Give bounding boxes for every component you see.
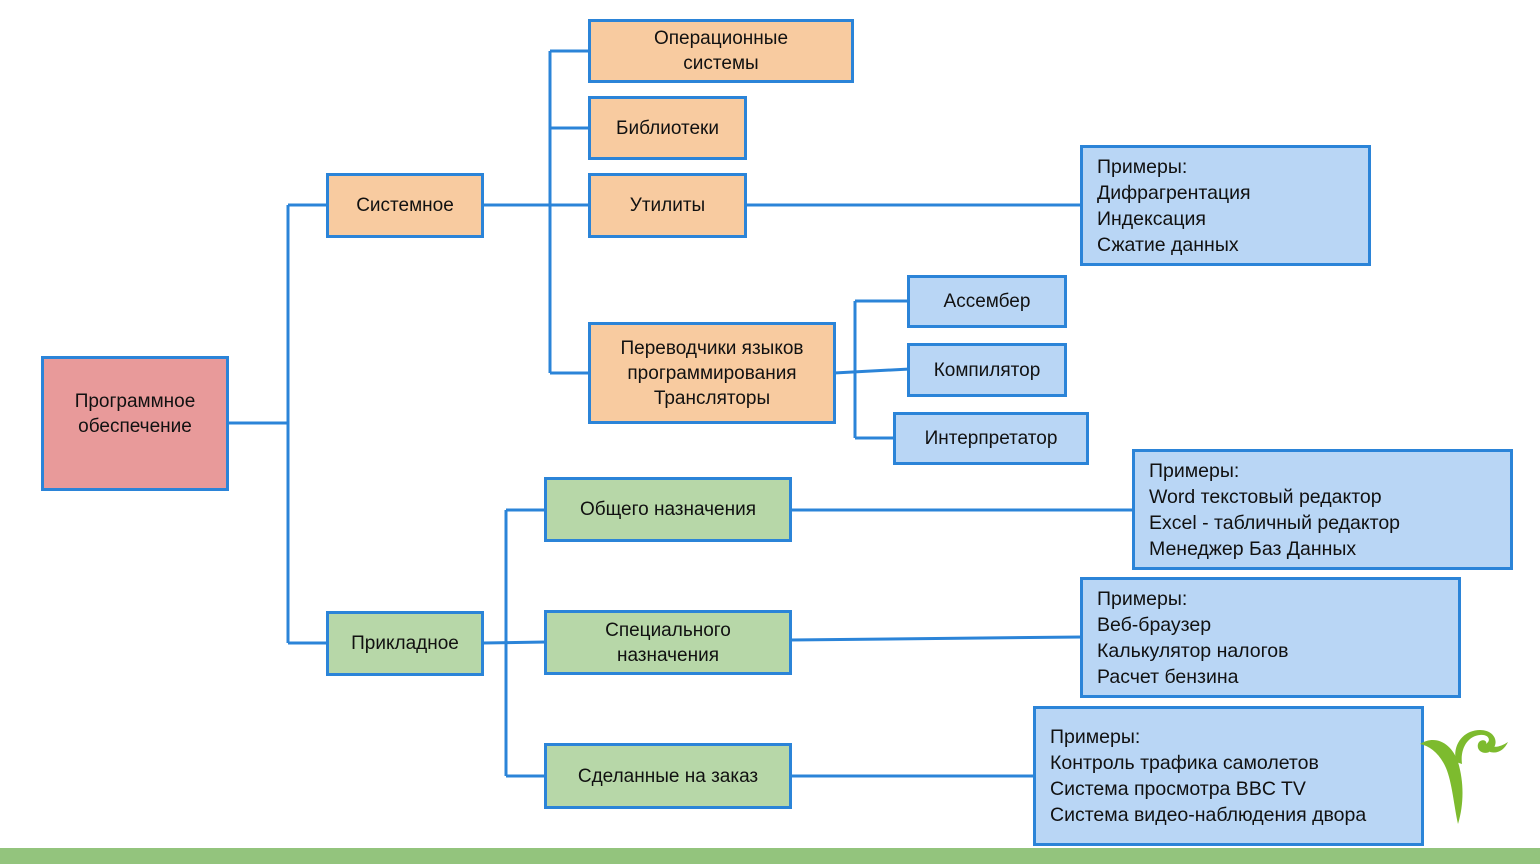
interpreter-label: Интерпретатор	[924, 428, 1058, 449]
assembler-node: Ассембер	[907, 275, 1067, 328]
root-node: Программное обеспечение	[41, 356, 229, 491]
footer-bar	[0, 848, 1540, 864]
example-item: Word текстовый редактор	[1149, 485, 1382, 508]
special-examples-box: Примеры: Веб-браузер Калькулятор налогов…	[1080, 577, 1461, 698]
libraries-label: Библиотеки	[616, 117, 719, 139]
general-purpose-label: Общего назначения	[579, 499, 757, 520]
custom-made-node: Сделанные на заказ	[544, 743, 792, 809]
translators-label: Переводчики языков программирования Тран…	[620, 337, 804, 409]
example-item: Менеджер Баз Данных	[1149, 537, 1357, 560]
connector-applied-out	[482, 640, 547, 645]
system-label: Системное	[356, 195, 454, 216]
example-item: Веб-браузер	[1097, 613, 1212, 636]
example-item: Система просмотра BBC TV	[1050, 778, 1306, 800]
sprout-logo-icon	[1420, 730, 1508, 824]
utilities-label: Утилиты	[629, 195, 706, 216]
general-purpose-node: Общего назначения	[544, 477, 792, 542]
os-label: Операционные системы	[653, 28, 789, 74]
examples-heading: Примеры:	[1097, 155, 1188, 178]
custom-examples-box: Примеры: Контроль трафика самолетов Сист…	[1033, 706, 1424, 846]
example-item: Excel - табличный редактор	[1149, 511, 1401, 534]
special-purpose-node: Специального назначения	[544, 610, 792, 675]
root-label: Программное обеспечение	[74, 390, 196, 437]
connector-special-examples	[789, 635, 1083, 642]
example-item: Дифрагрентация	[1097, 181, 1251, 204]
compiler-label: Компилятор	[933, 359, 1041, 381]
utilities-node: Утилиты	[588, 173, 747, 238]
assembler-label: Ассембер	[943, 291, 1031, 312]
compiler-node: Компилятор	[907, 343, 1067, 397]
system-node: Системное	[326, 173, 484, 238]
general-examples-box: Примеры: Word текстовый редактор Excel -…	[1132, 449, 1513, 570]
custom-made-label: Сделанные на заказ	[577, 765, 759, 787]
applied-node: Прикладное	[326, 611, 484, 676]
translators-node: Переводчики языков программирования Тран…	[588, 322, 836, 424]
example-item: Калькулятор налогов	[1097, 639, 1289, 662]
applied-label: Прикладное	[351, 633, 459, 654]
example-item: Индексация	[1097, 207, 1206, 230]
example-item: Контроль трафика самолетов	[1050, 752, 1319, 774]
connector-translators-out	[833, 367, 911, 375]
examples-heading: Примеры:	[1149, 459, 1240, 482]
examples-heading: Примеры:	[1050, 726, 1141, 748]
example-item: Система видео-наблюдения двора	[1050, 804, 1367, 826]
examples-heading: Примеры:	[1097, 587, 1188, 610]
libraries-node: Библиотеки	[588, 96, 747, 160]
special-purpose-label: Специального назначения	[605, 619, 731, 666]
os-node: Операционные системы	[588, 19, 854, 83]
interpreter-node: Интерпретатор	[893, 412, 1089, 465]
utilities-examples-box: Примеры: Дифрагрентация Индексация Сжати…	[1080, 145, 1371, 266]
example-item: Сжатие данных	[1097, 233, 1239, 256]
example-item: Расчет бензина	[1097, 665, 1239, 688]
